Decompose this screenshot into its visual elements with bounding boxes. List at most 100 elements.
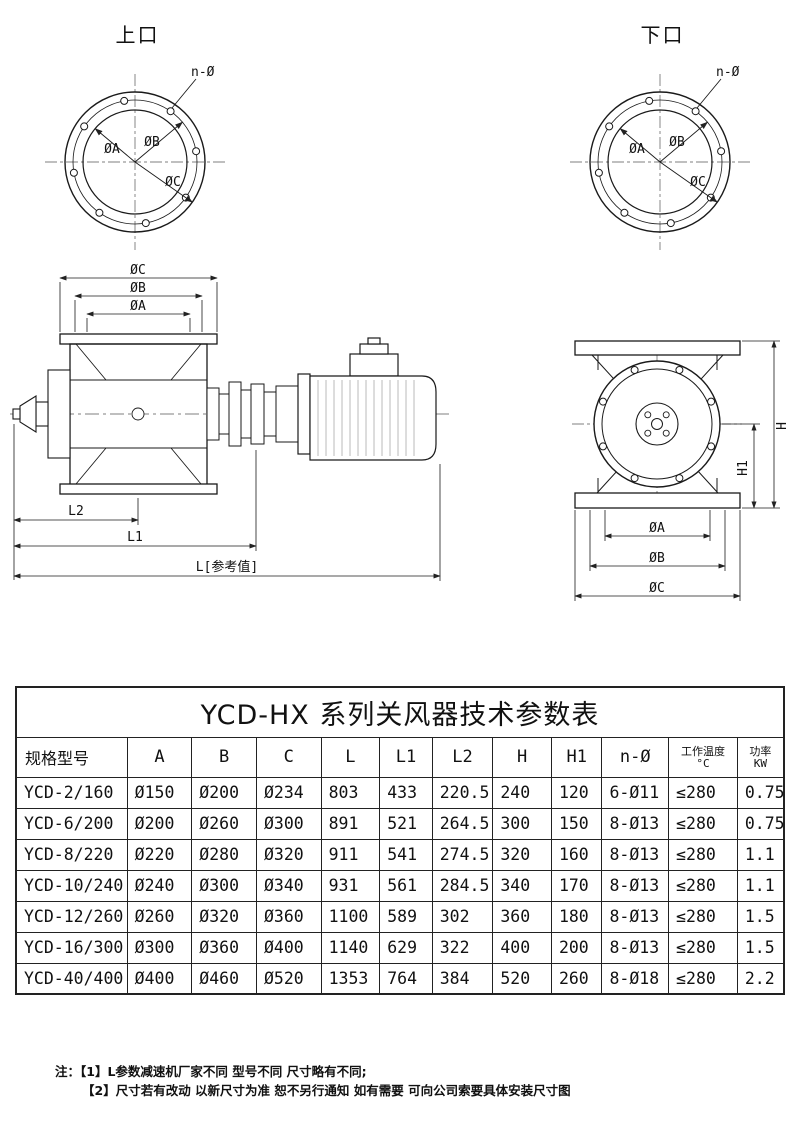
cell-value: 360 — [492, 900, 552, 933]
col-header-l2: L2 — [431, 736, 494, 778]
cell-model: YCD-2/160 — [15, 776, 128, 809]
cell-value: 8-Ø13 — [601, 838, 670, 871]
col-header-c: C — [255, 736, 322, 778]
cell-value: 340 — [492, 869, 552, 902]
cell-value: 0.75 — [736, 776, 785, 809]
dim-label-b: ØB — [130, 281, 146, 296]
housing-circles — [593, 360, 721, 488]
cell-model: YCD-16/300 — [15, 931, 128, 964]
note-line-2: 【2】尺寸若有改动 以新尺寸为准 恕不另行通知 如有需要 可向公司索要具体安装尺… — [55, 1081, 571, 1100]
bottom-port-title: 下口 — [640, 23, 685, 47]
top-port-title: 上口 — [115, 23, 160, 47]
cell-value: Ø240 — [126, 869, 193, 902]
height-dimensions — [722, 340, 780, 509]
dim-label-l1: L1 — [127, 530, 143, 545]
cell-value: Ø460 — [191, 962, 257, 995]
front-view-block: H H1 ØA ØB ØC — [550, 328, 795, 668]
cell-value: 400 — [492, 931, 552, 964]
table-header-row: 规格型号 A B C L L1 L2 H H1 n-Ø 工作温度 °C 功率 — [15, 736, 785, 778]
cell-value: 803 — [320, 776, 381, 809]
dim-label-b: ØB — [144, 135, 160, 150]
cell-value: Ø200 — [191, 776, 257, 809]
flange-circles — [64, 91, 206, 233]
top-dimensions — [59, 275, 218, 332]
cell-value: 220.5 — [431, 776, 494, 809]
cell-value: 300 — [492, 807, 552, 840]
cell-value: ≤280 — [668, 776, 738, 809]
dim-label-c: ØC — [165, 175, 181, 190]
dim-label-a: ØA — [104, 142, 120, 157]
hub-holes — [644, 411, 670, 437]
cell-value: 284.5 — [431, 869, 494, 902]
dim-label-c: ØC — [649, 581, 665, 596]
col-header-a: A — [126, 736, 193, 778]
cell-value: 160 — [550, 838, 603, 871]
dim-label-a: ØA — [629, 142, 645, 157]
dim-label-h1: H1 — [736, 460, 751, 476]
cell-value: 561 — [379, 869, 433, 902]
cell-value: Ø260 — [191, 807, 257, 840]
cell-model: YCD-10/240 — [15, 869, 128, 902]
col-header-h1: H1 — [550, 736, 603, 778]
cell-value: 120 — [550, 776, 603, 809]
cell-model: YCD-12/260 — [15, 900, 128, 933]
motor-fins — [317, 380, 415, 456]
cell-value: 589 — [379, 900, 433, 933]
bolt-holes — [599, 366, 716, 483]
cell-value: 891 — [320, 807, 381, 840]
col-header-power: 功率 KW — [736, 736, 785, 778]
cell-value: 629 — [379, 931, 433, 964]
cell-value: Ø320 — [191, 900, 257, 933]
col-header-h: H — [492, 736, 552, 778]
cell-value: ≤280 — [668, 838, 738, 871]
diameter-dimensions — [574, 510, 741, 601]
bottom-dimensions — [13, 424, 441, 581]
cell-value: 8-Ø13 — [601, 900, 670, 933]
cell-value: Ø300 — [191, 869, 257, 902]
col-header-b: B — [191, 736, 257, 778]
cell-value: 931 — [320, 869, 381, 902]
cell-value: Ø340 — [255, 869, 322, 902]
cell-value: 1.5 — [736, 900, 785, 933]
col-header-temp: 工作温度 °C — [668, 736, 738, 778]
bolt-count-label: n-Ø — [191, 65, 215, 80]
cell-value: Ø400 — [126, 962, 193, 995]
cell-value: Ø260 — [126, 900, 193, 933]
cell-value: ≤280 — [668, 931, 738, 964]
front-view-drawing: H H1 ØA ØB ØC — [572, 340, 790, 601]
dim-label-a: ØA — [130, 299, 146, 314]
cell-value: 170 — [550, 869, 603, 902]
col-header-l: L — [320, 736, 381, 778]
side-view-drawing: ØC ØB ØA — [10, 263, 453, 581]
col-header-model: 规格型号 — [15, 736, 128, 778]
top-port-flange-drawing: ØA ØB ØC n-Ø — [45, 65, 225, 250]
cell-value: Ø360 — [255, 900, 322, 933]
cell-value: 521 — [379, 807, 433, 840]
dim-label-c: ØC — [130, 263, 146, 278]
cell-value: Ø400 — [255, 931, 322, 964]
table-title: YCD-HX 系列关风器技术参数表 — [15, 686, 785, 738]
dimension-lines — [94, 78, 197, 203]
cell-model: YCD-8/220 — [15, 838, 128, 871]
left-bearing-cover — [12, 369, 71, 459]
cell-value: 240 — [492, 776, 552, 809]
cell-value: 1353 — [320, 962, 381, 995]
dim-label-b: ØB — [649, 551, 665, 566]
dimension-lines — [619, 78, 722, 203]
cell-value: ≤280 — [668, 869, 738, 902]
bolt-count-label: n-Ø — [716, 65, 740, 80]
cell-value: 320 — [492, 838, 552, 871]
cell-value: 0.75 — [736, 807, 785, 840]
cell-value: 1.1 — [736, 838, 785, 871]
cell-value: 260 — [550, 962, 603, 995]
flange-plates — [574, 340, 741, 509]
cell-value: Ø300 — [255, 807, 322, 840]
